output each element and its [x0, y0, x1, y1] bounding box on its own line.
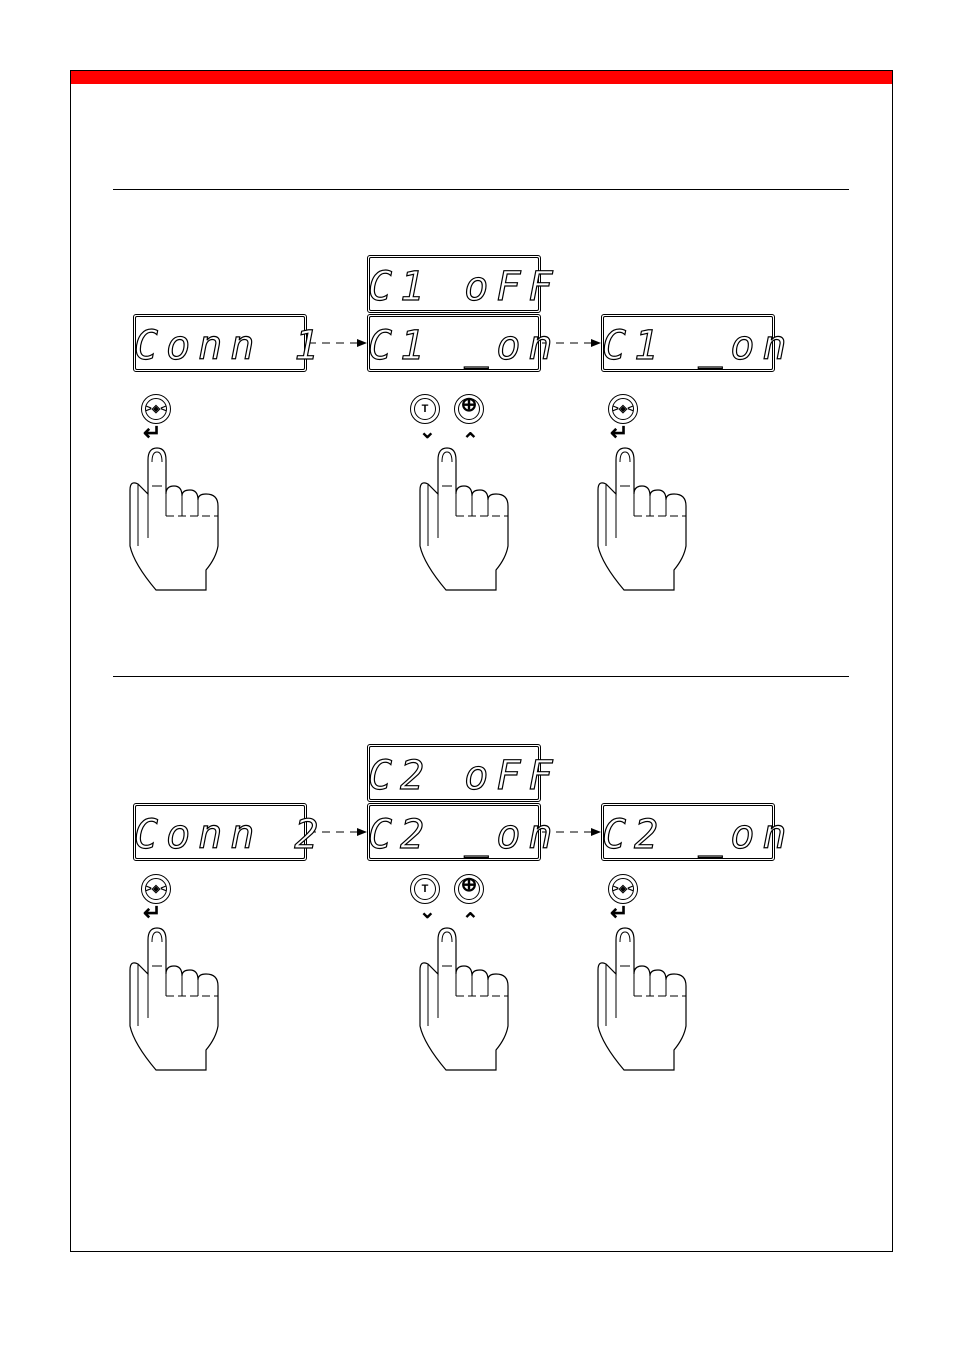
enter-button-icon: >◈<: [142, 401, 170, 417]
plus-button[interactable]: ⊕: [454, 874, 484, 904]
chevron-down-icon: ⌄: [419, 419, 436, 444]
lcd-start-display: Conn 1: [133, 314, 307, 372]
lcd-start-display: Conn 2: [133, 803, 307, 861]
lcd-option-off-text: C2 oFF: [368, 753, 540, 799]
lcd-option-on: C1 _on: [367, 314, 541, 372]
pointing-hand-icon: [416, 926, 516, 1074]
pointing-hand-icon: [594, 926, 694, 1074]
page-frame: [70, 70, 893, 1252]
section-divider-1: [113, 189, 849, 190]
plus-button-icon: ⊕: [455, 877, 483, 893]
pointing-hand-icon: [594, 446, 694, 594]
lcd-result-text: C1 _on: [602, 323, 774, 369]
pointing-hand-icon: [126, 926, 226, 1074]
enter-arrow-icon: ↵: [610, 420, 628, 446]
enter-arrow-icon: ↵: [610, 900, 628, 926]
section-divider-2: [113, 676, 849, 677]
enter-button-icon: >◈<: [609, 401, 637, 417]
enter-button-icon: >◈<: [142, 881, 170, 897]
lcd-option-on-text: C1 _on: [368, 323, 540, 369]
lcd-result-text: C2 _on: [602, 812, 774, 858]
lcd-start-text: Conn 1: [134, 323, 306, 369]
tare-button-icon: T: [411, 881, 439, 897]
enter-arrow-icon: ↵: [143, 900, 161, 926]
enter-arrow-icon: ↵: [143, 420, 161, 446]
lcd-result-display: C1 _on: [601, 314, 775, 372]
lcd-option-off-text: C1 oFF: [368, 264, 540, 310]
plus-button[interactable]: ⊕: [454, 394, 484, 424]
chevron-down-icon: ⌄: [419, 899, 436, 924]
lcd-option-off: C2 oFF: [367, 744, 541, 802]
tare-button-icon: T: [411, 401, 439, 417]
lcd-result-display: C2 _on: [601, 803, 775, 861]
lcd-option-off: C1 oFF: [367, 255, 541, 313]
lcd-start-text: Conn 2: [134, 812, 306, 858]
lcd-option-on: C2 _on: [367, 803, 541, 861]
plus-button-icon: ⊕: [455, 397, 483, 413]
pointing-hand-icon: [126, 446, 226, 594]
lcd-option-on-text: C2 _on: [368, 812, 540, 858]
pointing-hand-icon: [416, 446, 516, 594]
enter-button-icon: >◈<: [609, 881, 637, 897]
